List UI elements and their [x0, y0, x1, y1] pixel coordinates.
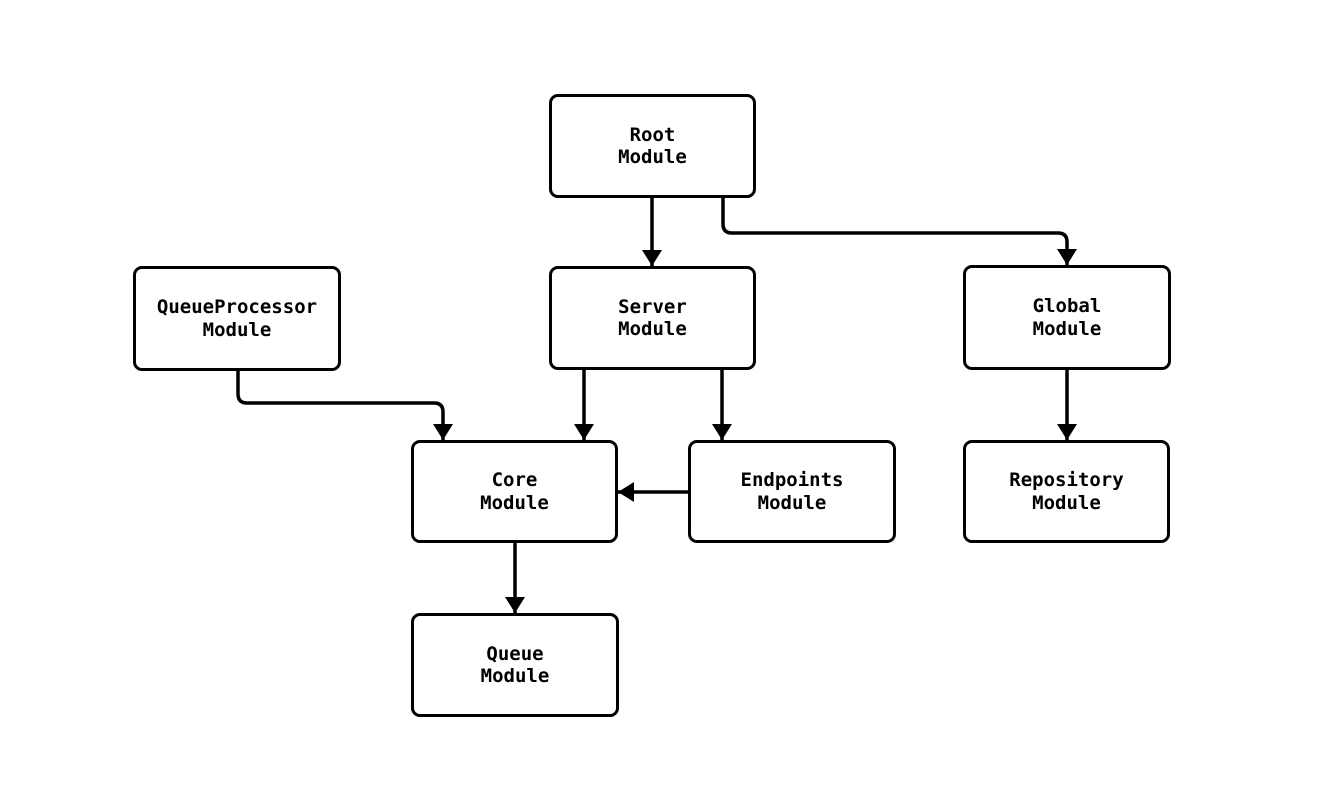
- node-label-root: Root Module: [618, 123, 687, 168]
- node-server: Server Module: [549, 266, 756, 370]
- node-root: Root Module: [549, 94, 756, 198]
- node-core: Core Module: [411, 440, 618, 543]
- node-queue: Queue Module: [411, 613, 619, 717]
- node-global: Global Module: [963, 265, 1171, 370]
- node-queue-processor: QueueProcessor Module: [133, 266, 341, 371]
- edge-root-to-global: [721, 198, 1077, 265]
- edge-queue-processor-to-core: [236, 371, 453, 440]
- node-label-server: Server Module: [618, 295, 687, 340]
- node-label-global: Global Module: [1032, 295, 1102, 340]
- node-repository: Repository Module: [963, 440, 1170, 543]
- node-endpoints: Endpoints Module: [688, 440, 896, 543]
- node-label-queue: Queue Module: [480, 642, 550, 687]
- edges-group: [236, 198, 1077, 613]
- node-label-core: Core Module: [480, 469, 549, 514]
- node-label-endpoints: Endpoints Module: [740, 469, 844, 514]
- node-label-queue-processor: QueueProcessor Module: [156, 296, 318, 341]
- node-label-repository: Repository Module: [1009, 469, 1124, 514]
